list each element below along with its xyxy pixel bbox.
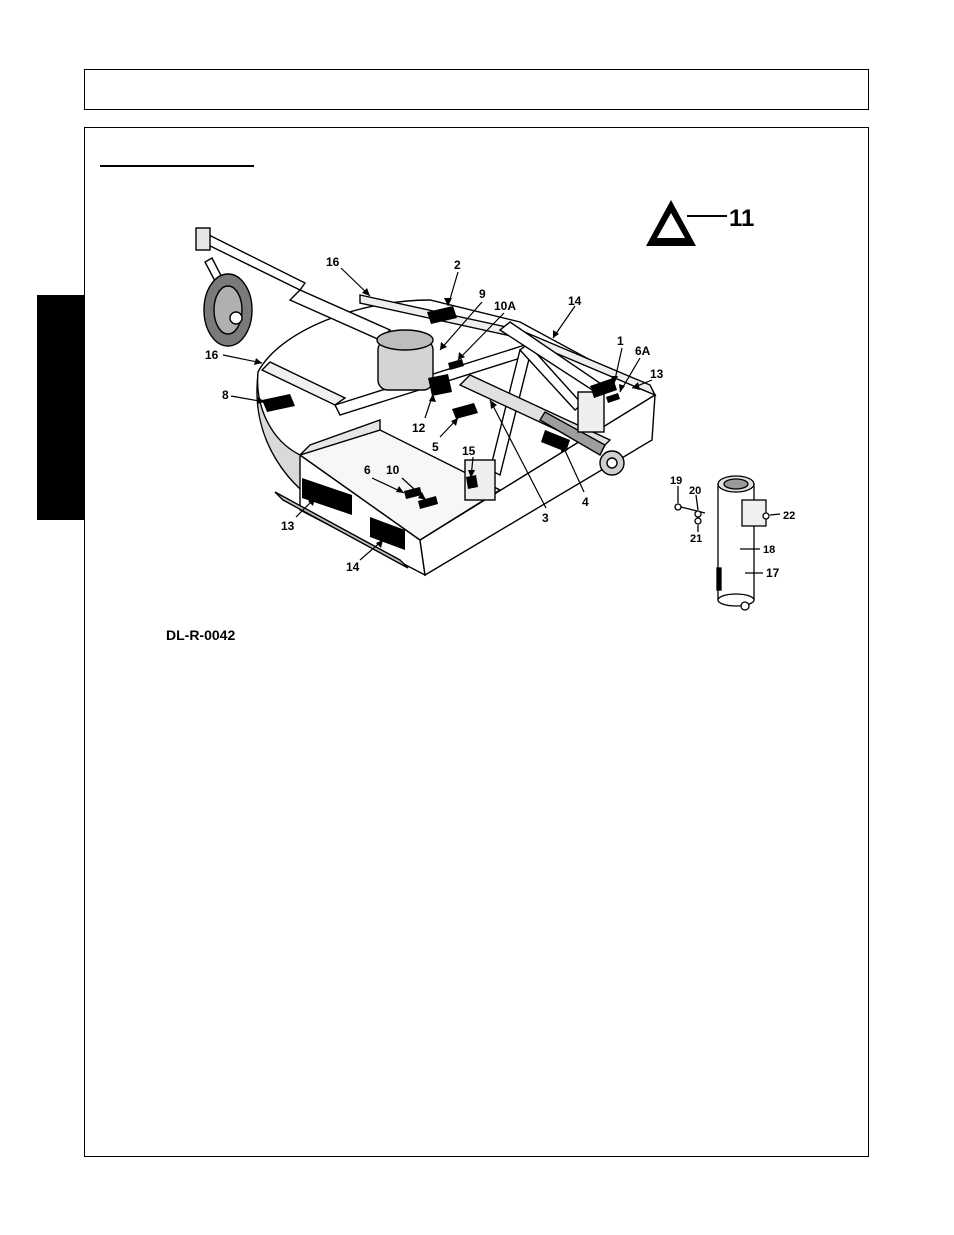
- section-title-underline: [100, 165, 254, 167]
- callout-18: 18: [763, 544, 775, 556]
- callout-9: 9: [479, 287, 486, 301]
- callout-4: 4: [582, 495, 589, 509]
- callout-15: 15: [462, 444, 476, 458]
- callout-21: 21: [690, 533, 702, 545]
- figure-code: DL-R-0042: [166, 627, 236, 643]
- callout-arrowheads: [254, 288, 640, 548]
- jack-stand-illustration: [674, 475, 781, 611]
- callout-3: 3: [542, 511, 549, 525]
- callout-6: 6: [364, 463, 371, 477]
- page-header-box: [84, 69, 869, 110]
- callout-10: 10: [386, 463, 400, 477]
- callout-20: 20: [689, 485, 701, 497]
- callout-17: 17: [766, 566, 780, 580]
- callout-14-bottom: 14: [346, 560, 360, 574]
- callout-2: 2: [454, 258, 461, 272]
- callout-13-right: 13: [650, 367, 664, 381]
- callout-16-top: 16: [326, 255, 340, 269]
- callout-1: 1: [617, 334, 624, 348]
- smv-emblem-icon: [646, 200, 727, 246]
- callout-13-left: 13: [281, 519, 295, 533]
- callout-11: 11: [729, 205, 754, 232]
- callout-labels: 11 16 2 9 10A 14 1 6A 13 16 8 12 5 15 6 …: [205, 205, 795, 580]
- callout-14-top: 14: [568, 294, 582, 308]
- callout-12: 12: [412, 421, 426, 435]
- callout-16-left: 16: [205, 348, 219, 362]
- callout-19: 19: [670, 475, 682, 487]
- callout-22: 22: [783, 510, 795, 522]
- content-frame: [84, 127, 869, 1157]
- callout-5: 5: [432, 440, 439, 454]
- section-side-tab: [37, 295, 84, 520]
- callout-6a: 6A: [635, 344, 651, 358]
- callout-8: 8: [222, 388, 229, 402]
- callout-10a: 10A: [494, 299, 516, 313]
